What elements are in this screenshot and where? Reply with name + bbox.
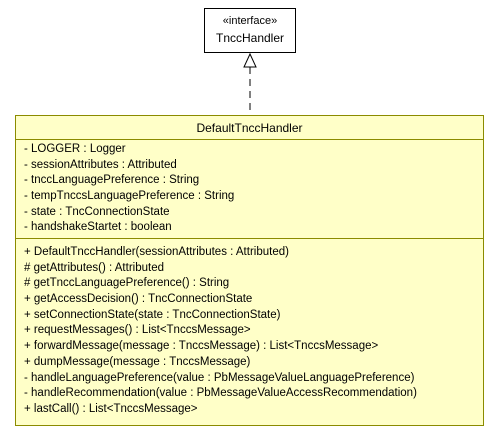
attribute-row: - LOGGER : Logger bbox=[24, 143, 126, 155]
attribute-row: - sessionAttributes : Attributed bbox=[24, 158, 177, 171]
interface-stereotype: «interface» bbox=[222, 15, 278, 27]
class-name: DefaultTnccHandler bbox=[196, 121, 303, 135]
operation-row: - handleLanguagePreference(value : PbMes… bbox=[24, 371, 415, 384]
class-box[interactable]: DefaultTnccHandler - LOGGER : Logger - s… bbox=[15, 115, 484, 426]
attributes-divider bbox=[16, 238, 483, 239]
operation-row: + requestMessages() : List<TnccsMessage> bbox=[24, 324, 251, 337]
operation-row: - handleRecommendation(value : PbMessage… bbox=[24, 387, 417, 400]
attribute-row: - state : TncConnectionState bbox=[24, 205, 170, 218]
interface-box[interactable]: «interface» TnccHandler bbox=[204, 8, 296, 53]
operation-row: + setConnectionState(state : TncConnecti… bbox=[24, 308, 281, 321]
operation-row: + forwardMessage(message : TnccsMessage)… bbox=[24, 340, 379, 353]
realization-arrowhead-icon bbox=[243, 52, 257, 68]
attribute-row: - handshakeStartet : boolean bbox=[24, 221, 172, 234]
class-name-divider bbox=[16, 139, 483, 140]
operation-row: + getAccessDecision() : TncConnectionSta… bbox=[24, 293, 253, 306]
attributes-compartment: - LOGGER : Logger - sessionAttributes : … bbox=[24, 142, 479, 236]
operation-row: + lastCall() : List<TnccsMessage> bbox=[24, 402, 198, 415]
attribute-row: - tempTnccsLanguagePreference : String bbox=[24, 190, 235, 203]
attribute-row: - tnccLanguagePreference : String bbox=[24, 174, 200, 187]
operation-row: # getTnccLanguagePreference() : String bbox=[24, 277, 230, 290]
operations-compartment: + DefaultTnccHandler(sessionAttributes :… bbox=[24, 245, 479, 418]
operation-row: + dumpMessage(message : TnccsMessage) bbox=[24, 355, 251, 368]
operation-row: # getAttributes() : Attributed bbox=[24, 261, 164, 274]
interface-name: TnccHandler bbox=[215, 31, 285, 45]
operation-row: + DefaultTnccHandler(sessionAttributes :… bbox=[24, 246, 289, 258]
